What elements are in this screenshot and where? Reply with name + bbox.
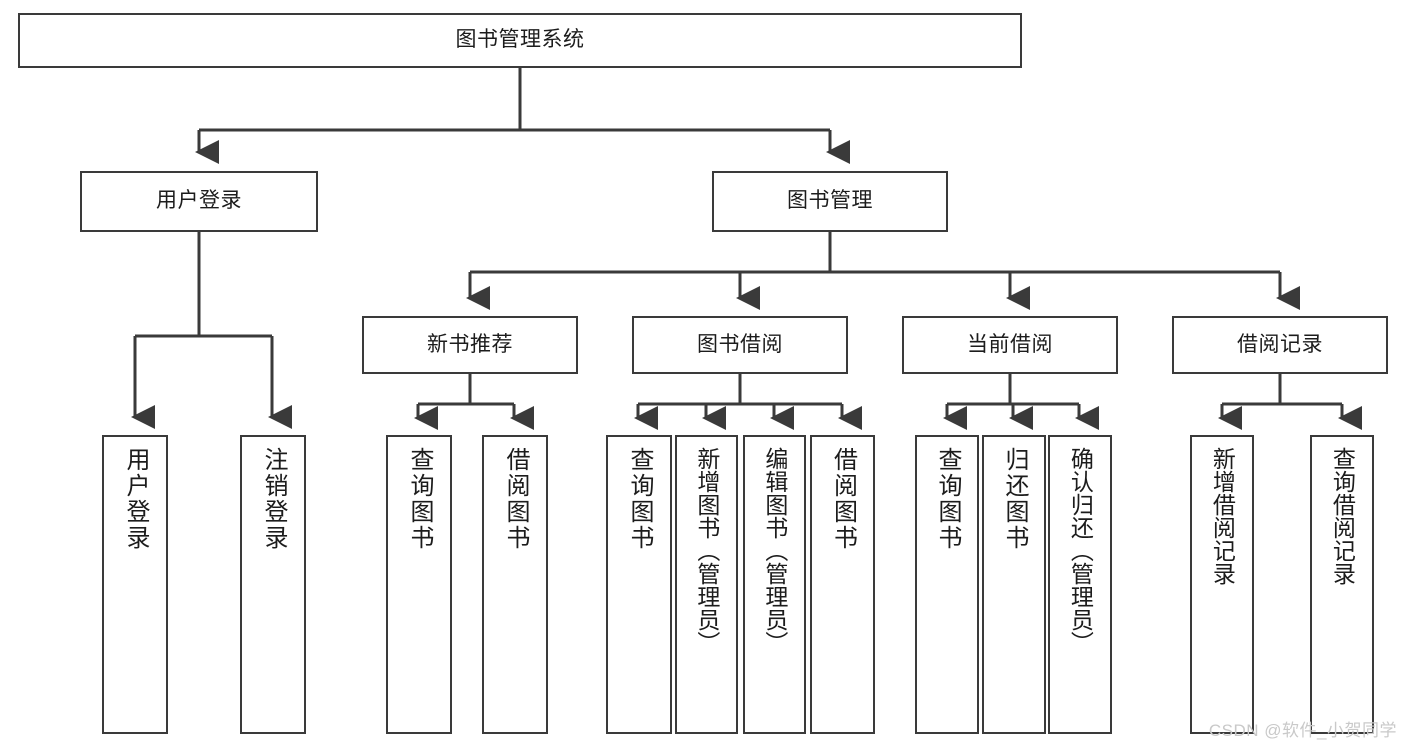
- node-book-borrow[interactable]: 图书借阅: [632, 316, 848, 374]
- node-book-borrow-label: 图书借阅: [697, 332, 783, 356]
- leaf-borrow-record-query[interactable]: 查询借阅记录: [1310, 435, 1374, 734]
- leaf-current-borrow-confirm[interactable]: 确认归还（管理员）: [1048, 435, 1112, 734]
- leaf-borrow-record-add[interactable]: 新增借阅记录: [1190, 435, 1254, 734]
- node-new-book-recommend-label: 新书推荐: [427, 332, 513, 356]
- leaf-new-book-query[interactable]: 查询图书: [386, 435, 452, 734]
- leaf-book-borrow-query[interactable]: 查询图书: [606, 435, 672, 734]
- leaf-current-borrow-return[interactable]: 归还图书: [982, 435, 1046, 734]
- leaf-new-book-query-label: 查询图书: [405, 447, 433, 551]
- leaf-book-borrow-edit-label: 编辑图书（管理员）: [761, 447, 788, 654]
- node-user-login[interactable]: 用户登录: [80, 171, 318, 232]
- csdn-watermark: CSDN @软件_小贺同学: [1208, 721, 1397, 740]
- leaf-user-login-signout[interactable]: 注销登录: [240, 435, 306, 734]
- leaf-borrow-record-query-label: 查询借阅记录: [1329, 447, 1356, 585]
- leaf-user-login-signin-label: 用户登录: [121, 447, 149, 551]
- leaf-book-borrow-add[interactable]: 新增图书（管理员）: [675, 435, 738, 734]
- leaf-borrow-record-add-label: 新增借阅记录: [1209, 447, 1236, 585]
- node-root-label: 图书管理系统: [455, 28, 585, 52]
- node-book-manage-label: 图书管理: [787, 189, 873, 213]
- node-current-borrow[interactable]: 当前借阅: [902, 316, 1118, 374]
- leaf-book-borrow-edit[interactable]: 编辑图书（管理员）: [743, 435, 806, 734]
- leaf-user-login-signout-label: 注销登录: [259, 447, 287, 551]
- leaf-book-borrow-borrow[interactable]: 借阅图书: [810, 435, 875, 734]
- node-borrow-record-label: 借阅记录: [1237, 332, 1323, 356]
- leaf-current-borrow-confirm-label: 确认归还（管理员）: [1067, 447, 1094, 654]
- leaf-book-borrow-add-label: 新增图书（管理员）: [693, 447, 720, 654]
- leaf-current-borrow-return-label: 归还图书: [1000, 447, 1028, 551]
- leaf-book-borrow-borrow-label: 借阅图书: [829, 447, 857, 551]
- node-borrow-record[interactable]: 借阅记录: [1172, 316, 1388, 374]
- leaf-book-borrow-query-label: 查询图书: [625, 447, 653, 551]
- leaf-current-borrow-query[interactable]: 查询图书: [915, 435, 979, 734]
- leaf-new-book-borrow-label: 借阅图书: [501, 447, 529, 551]
- node-root[interactable]: 图书管理系统: [18, 13, 1022, 68]
- node-new-book-recommend[interactable]: 新书推荐: [362, 316, 578, 374]
- node-current-borrow-label: 当前借阅: [967, 332, 1053, 356]
- leaf-new-book-borrow[interactable]: 借阅图书: [482, 435, 548, 734]
- leaf-current-borrow-query-label: 查询图书: [933, 447, 961, 551]
- node-user-login-label: 用户登录: [156, 189, 242, 213]
- node-book-manage[interactable]: 图书管理: [712, 171, 948, 232]
- leaf-user-login-signin[interactable]: 用户登录: [102, 435, 168, 734]
